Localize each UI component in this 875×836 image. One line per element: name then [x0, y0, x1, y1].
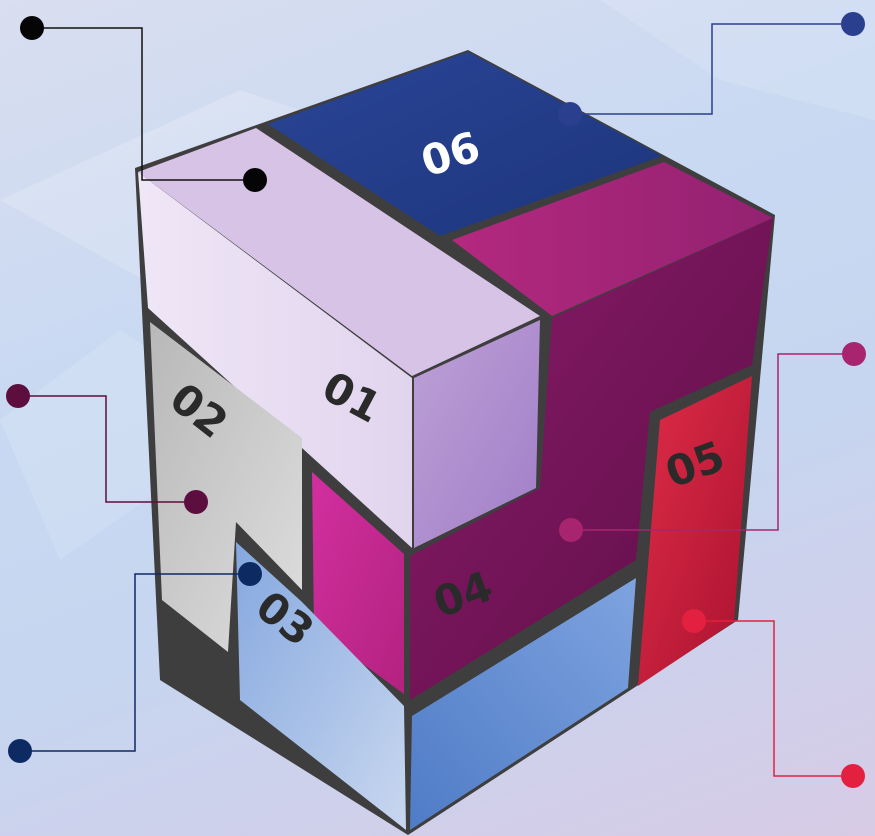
callout-05	[682, 609, 865, 788]
segment-03-left	[236, 542, 406, 830]
callout-05-end-dot	[841, 764, 865, 788]
callout-01	[20, 16, 267, 192]
callout-06-end-dot	[841, 12, 865, 36]
callout-01-anchor-dot	[243, 168, 267, 192]
callout-06-anchor-dot	[558, 102, 582, 126]
segment-03-right	[410, 578, 636, 830]
callout-05-anchor-dot	[682, 609, 706, 633]
segment-01-top	[138, 128, 540, 376]
callout-02-end-dot	[6, 384, 30, 408]
callout-03-anchor-dot	[238, 562, 262, 586]
segment-01-front	[138, 172, 412, 548]
callout-02	[6, 384, 208, 514]
segment-04-top	[452, 162, 773, 316]
segment-02	[150, 322, 302, 652]
callout-03-end-dot	[8, 739, 32, 763]
callout-04-end-dot	[842, 342, 866, 366]
segment-06-top	[268, 52, 662, 236]
segment-05	[638, 376, 752, 686]
callout-04	[559, 342, 866, 542]
callout-06	[558, 12, 865, 126]
segment-04-side	[410, 218, 773, 700]
callout-04-anchor-dot	[559, 518, 583, 542]
callout-02-anchor-dot	[184, 490, 208, 514]
callout-03	[8, 562, 262, 763]
segment-01-side	[414, 320, 540, 548]
callout-01-end-dot	[20, 16, 44, 40]
